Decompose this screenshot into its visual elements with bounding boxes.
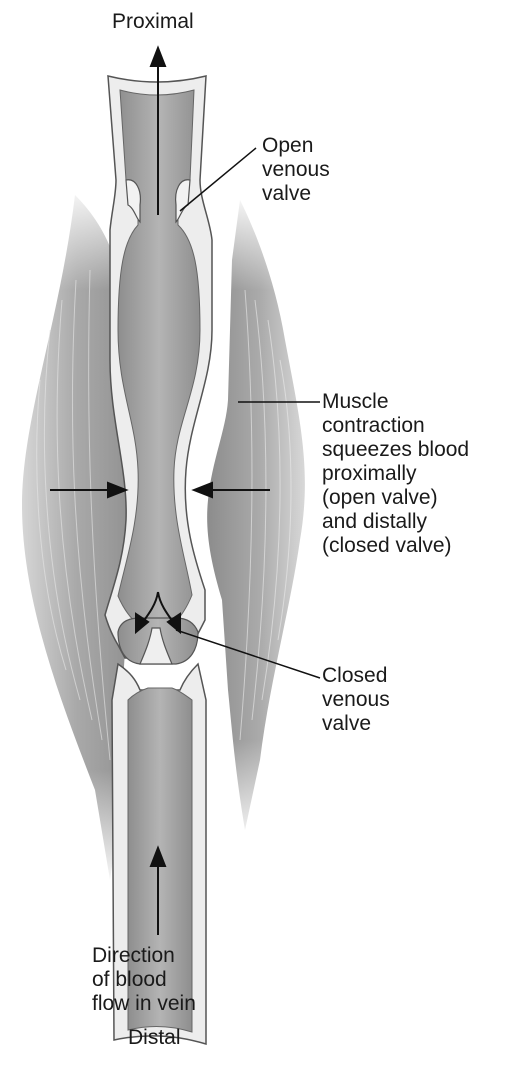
muscle-contraction-label: Muscle contraction squeezes blood proxim… [322, 390, 469, 558]
closed-valve-line-1: Closed [322, 664, 390, 688]
closed-valve-line-3: valve [322, 712, 390, 736]
open-valve-label: Open venous valve [262, 134, 330, 206]
muscle-line-6: and distally [322, 510, 469, 534]
proximal-label: Proximal [112, 10, 194, 34]
distal-label: Distal [128, 1026, 181, 1050]
open-valve-line-2: venous [262, 158, 330, 182]
right-muscle [207, 190, 330, 850]
muscle-line-5: (open valve) [322, 486, 469, 510]
muscle-line-1: Muscle [322, 390, 469, 414]
open-valve-line-3: valve [262, 182, 330, 206]
direction-line-3: flow in vein [92, 992, 196, 1016]
muscle-line-7: (closed valve) [322, 534, 469, 558]
direction-line-2: of blood [92, 968, 196, 992]
direction-line-1: Direction [92, 944, 196, 968]
open-valve-line-1: Open [262, 134, 330, 158]
closed-valve-line-2: venous [322, 688, 390, 712]
closed-valve-label: Closed venous valve [322, 664, 390, 736]
muscle-line-2: contraction [322, 414, 469, 438]
direction-label: Direction of blood flow in vein [92, 944, 196, 1016]
muscle-line-3: squeezes blood [322, 438, 469, 462]
muscle-line-4: proximally [322, 462, 469, 486]
